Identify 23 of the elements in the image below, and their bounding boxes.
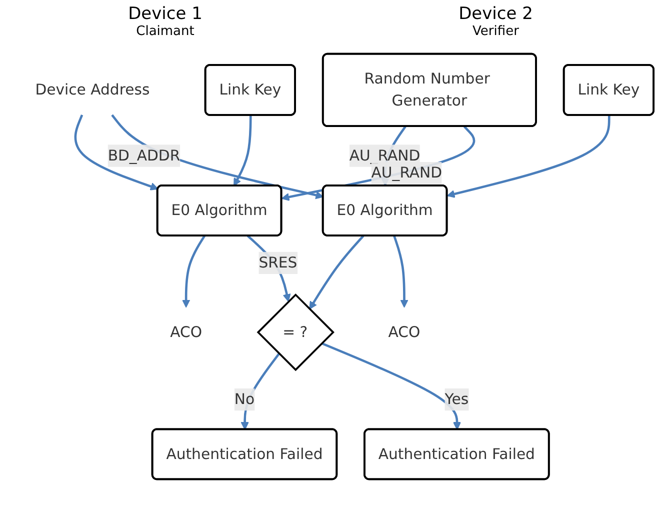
node-diamond: = ? [256,293,334,372]
arrow [111,114,324,200]
arrow [234,115,252,186]
arrow [309,235,364,310]
edge-label: Yes [444,390,469,408]
edge-label: AU_RAND [349,146,420,164]
arrow [182,235,206,308]
edge-label: AU_RAND [371,164,442,182]
edge-label: No [234,390,255,408]
arrow [74,114,158,190]
arrow [321,342,462,430]
node-text: ACO [170,323,202,341]
edge-label: BD_ADDR [108,146,180,164]
edge-label: SRES [258,254,298,272]
node-text: Device Address [35,80,150,98]
arrow [393,236,408,308]
column-subheading: Claimant [135,24,196,39]
column-heading: Device 1 [128,4,202,24]
column-subheading: Verifier [472,24,520,39]
arrow [446,115,610,198]
column-heading: Device 2 [458,4,533,24]
arrow [240,353,280,430]
node-text: ACO [388,323,420,341]
